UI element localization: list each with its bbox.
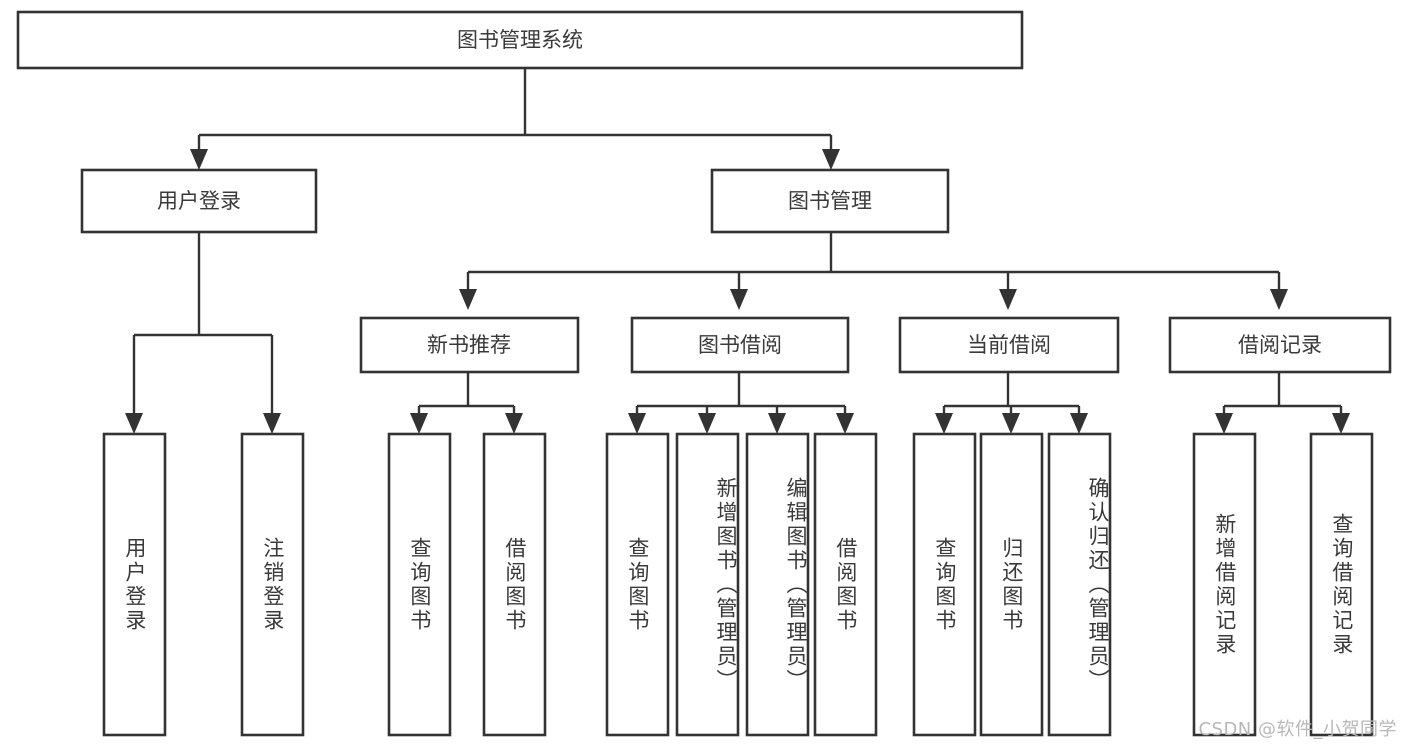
node-current-borrow-box[interactable] [898,316,1120,374]
arrow-book-mgmt-to-record [1270,289,1288,310]
arrow-current-borrow-leaf-3 [1070,413,1088,434]
node-root[interactable]: 图书管理系统 [16,10,1024,70]
connector-group-root [190,68,840,170]
node-user-login[interactable]: 用户登录 [80,168,318,234]
leaf-box-user-login-2[interactable] [240,432,305,737]
node-book-management-label: 图书管理 [788,189,872,213]
node-book-management[interactable]: 图书管理 [710,168,950,234]
arrow-new-book-leaf-2 [505,413,523,434]
connector-group-new-book [410,372,523,434]
leaf-group-book-borrow [605,432,878,737]
arrow-root-to-book-mgmt [822,149,840,170]
node-current-borrow-label: 当前借阅 [967,333,1051,357]
arrow-borrow-record-leaf-2 [1332,413,1350,434]
arrow-current-borrow-leaf-1 [935,413,953,434]
node-new-book-recommend-label: 新书推荐 [427,333,511,357]
leaf-group-new-book-recommend [387,432,547,737]
node-new-book-recommend[interactable]: 新书推荐 [359,316,580,374]
arrow-borrow-record-leaf-1 [1215,413,1233,434]
node-root-box[interactable] [16,10,1024,70]
leaf-box-new-book-2[interactable] [482,432,547,737]
node-borrow-record-box[interactable] [1168,316,1392,374]
leaf-box-book-borrow-2[interactable] [675,432,740,737]
node-root-label: 图书管理系统 [457,28,583,52]
connector-group-book-borrow [628,372,854,434]
leaf-group-current-borrow [912,432,1112,737]
node-new-book-recommend-box[interactable] [359,316,580,374]
leaf-box-current-borrow-1[interactable] [912,432,977,737]
leaf-group-borrow-record [1192,432,1374,737]
arrow-book-borrow-leaf-1 [628,413,646,434]
leaf-box-book-borrow-1[interactable] [605,432,670,737]
node-borrow-record[interactable]: 借阅记录 [1168,316,1392,374]
connector-group-book-mgmt [459,232,1288,310]
connector-group-borrow-record [1215,372,1350,434]
arrow-new-book-leaf-1 [410,413,428,434]
arrow-book-borrow-leaf-4 [836,413,854,434]
leaf-group-user-login [102,432,305,737]
arrow-book-mgmt-to-new-book [459,289,477,310]
arrow-user-login-leaf-1 [125,413,143,434]
arrow-book-mgmt-to-borrow [730,289,748,310]
leaf-box-current-borrow-2[interactable] [979,432,1044,737]
arrow-root-to-user-login [190,149,208,170]
arrow-current-borrow-leaf-2 [1002,413,1020,434]
leaf-box-user-login-1[interactable] [102,432,167,737]
node-borrow-record-label: 借阅记录 [1238,333,1322,357]
leaf-box-book-borrow-3[interactable] [745,432,810,737]
leaf-box-current-borrow-3[interactable] [1047,432,1112,737]
leaf-box-borrow-record-1[interactable] [1192,432,1257,737]
leaf-box-borrow-record-2[interactable] [1309,432,1374,737]
arrow-book-borrow-leaf-3 [768,413,786,434]
arrow-book-borrow-leaf-2 [698,413,716,434]
leaf-box-book-borrow-4[interactable] [813,432,878,737]
node-user-login-label: 用户登录 [157,189,241,213]
node-book-borrow-label: 图书借阅 [698,333,782,357]
node-book-borrow-box[interactable] [630,316,850,374]
node-book-management-box[interactable] [710,168,950,234]
node-book-borrow[interactable]: 图书借阅 [630,316,850,374]
connector-group-current-borrow [935,372,1088,434]
arrow-book-mgmt-to-current [999,289,1017,310]
node-user-login-box[interactable] [80,168,318,234]
node-current-borrow[interactable]: 当前借阅 [898,316,1120,374]
arrow-user-login-leaf-2 [263,413,281,434]
connector-group-user-login [125,232,281,434]
leaf-box-new-book-1[interactable] [387,432,452,737]
